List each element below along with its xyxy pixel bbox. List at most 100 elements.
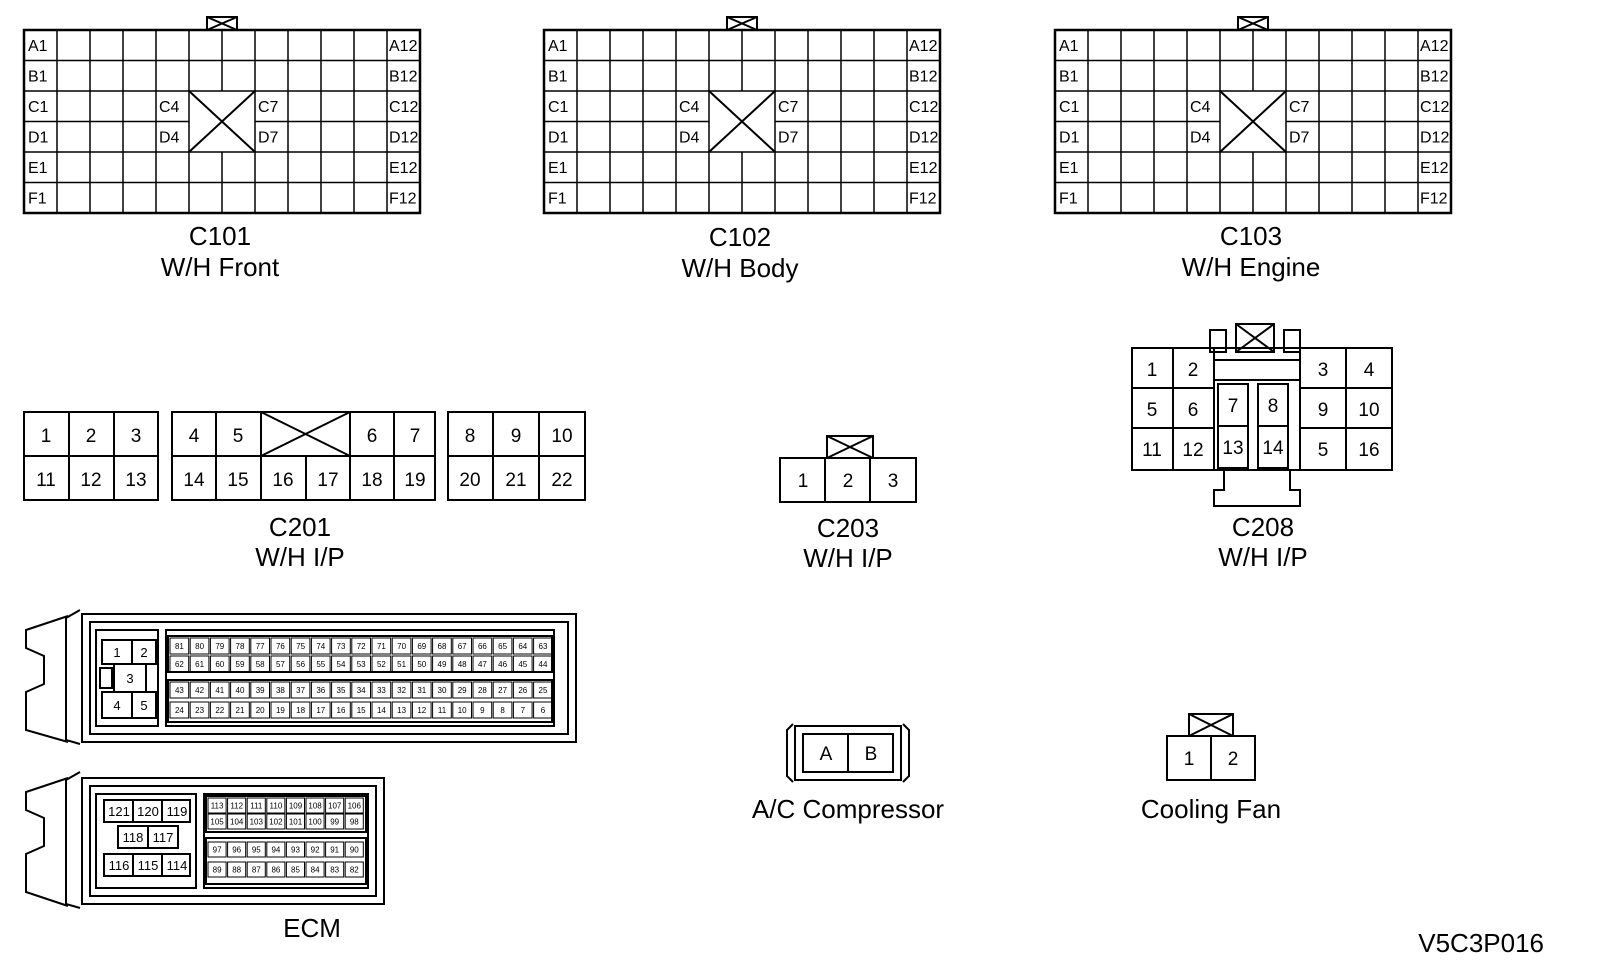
- pin-cell: [246, 797, 266, 814]
- pin-label: 93: [291, 846, 300, 855]
- pin-label: 25: [539, 686, 548, 695]
- pin-cell: [246, 813, 266, 830]
- pin-label: 41: [215, 686, 224, 695]
- pin-label: 46: [498, 660, 507, 669]
- pin-label: 4: [189, 426, 200, 447]
- pin-label: 17: [316, 706, 325, 715]
- pin-label: 34: [357, 686, 366, 695]
- pin-label: C4: [679, 99, 700, 116]
- pin-label: 109: [289, 802, 303, 811]
- pin-cell: [305, 813, 325, 830]
- pin-label: 57: [276, 660, 285, 669]
- pin-cell: [492, 681, 513, 699]
- pin-cell: [432, 637, 452, 655]
- pin-cell: [209, 701, 230, 719]
- pin-cell: [512, 655, 533, 673]
- pin-label: 70: [397, 642, 406, 651]
- c203-name: C203: [817, 513, 879, 543]
- pin-label: D12: [1420, 130, 1449, 147]
- pin-cell: [371, 701, 392, 719]
- pin-cell: [266, 841, 286, 858]
- pin-cell: [331, 681, 351, 699]
- pin-cell: [411, 681, 432, 699]
- pin-label: B12: [909, 69, 938, 86]
- c103-desc: W/H Engine: [1182, 252, 1321, 282]
- pin-label: 64: [518, 642, 527, 651]
- pin-label: 95: [252, 846, 261, 855]
- pin-label: F12: [389, 191, 417, 208]
- c102-name: C102: [709, 222, 771, 252]
- pin-label: D4: [1190, 130, 1211, 147]
- pin-cell: [266, 797, 286, 814]
- ac-compressor-connector: [786, 723, 910, 783]
- pin-label: 56: [296, 660, 305, 669]
- pin-cell: [310, 655, 331, 673]
- pin-label: F1: [1059, 191, 1078, 208]
- pin-label: 108: [308, 802, 322, 811]
- pin-cell: [432, 701, 452, 719]
- latch-cross: [1237, 16, 1269, 31]
- pin-cell: [227, 861, 247, 878]
- pin-label: 38: [276, 686, 285, 695]
- pin-cell: [371, 637, 392, 655]
- blocked-cross: [188, 90, 256, 153]
- pin-cell: [246, 841, 266, 858]
- ac-pins: A B: [820, 744, 878, 765]
- pin-cell: [351, 655, 371, 673]
- pin-label: 110: [270, 802, 283, 811]
- pin-cell: [285, 797, 305, 814]
- pin-label: 63: [539, 642, 548, 651]
- pin-label: 80: [195, 642, 204, 651]
- pin-cell: [325, 861, 345, 878]
- pin-cell: [209, 681, 230, 699]
- pin-label: 10: [458, 706, 467, 715]
- pin-label: 66: [478, 642, 487, 651]
- pin-label: 67: [458, 642, 467, 651]
- pin-label: 3: [131, 426, 142, 447]
- pin-cell: [351, 637, 371, 655]
- pin-label: 68: [438, 642, 447, 651]
- pin-cell: [230, 701, 250, 719]
- pin-label: 11: [36, 470, 56, 491]
- pin-label: 12: [1182, 440, 1203, 461]
- pin-label: 73: [337, 642, 346, 651]
- pin-label: 12: [80, 470, 101, 491]
- pin-cell: [351, 701, 371, 719]
- blocked-cross: [708, 90, 776, 153]
- pin-label: 21: [236, 706, 245, 715]
- cooling-fan-connector: [1166, 713, 1256, 781]
- pin-label: A1: [28, 38, 48, 55]
- pin-cell: [285, 841, 305, 858]
- pin-label: 5: [233, 426, 244, 447]
- pin-label: 111: [250, 802, 263, 811]
- pin-cell: [411, 637, 432, 655]
- pin-label: D7: [778, 130, 799, 147]
- pin-label: 113: [211, 802, 224, 811]
- pin-label: 54: [337, 660, 346, 669]
- pin-label: 12: [417, 706, 426, 715]
- pin-cell: [310, 637, 331, 655]
- pin-label: 1: [41, 426, 52, 447]
- pin-cell: [266, 861, 286, 878]
- pin-label: C1: [1059, 99, 1080, 116]
- pin-label: 48: [458, 660, 467, 669]
- pin-cell: [266, 813, 286, 830]
- pin-cell: [371, 681, 392, 699]
- pin-label: 101: [289, 818, 303, 827]
- pin-label: 89: [213, 866, 222, 875]
- pin-label: E12: [389, 160, 418, 177]
- pin-cell: [472, 655, 493, 673]
- pin-cell: [351, 681, 371, 699]
- pin-cell: [344, 797, 364, 814]
- pin-label: 53: [357, 660, 366, 669]
- pin-label: 24: [175, 706, 184, 715]
- pin-label: 117: [153, 830, 174, 845]
- pin-cell: [290, 655, 311, 673]
- pin-cell: [270, 701, 291, 719]
- pin-label: 27: [498, 686, 507, 695]
- pin-cell: [310, 681, 331, 699]
- pin-label: 37: [296, 686, 305, 695]
- pin-label: 2: [1188, 360, 1199, 381]
- pin-label: 6: [541, 706, 546, 715]
